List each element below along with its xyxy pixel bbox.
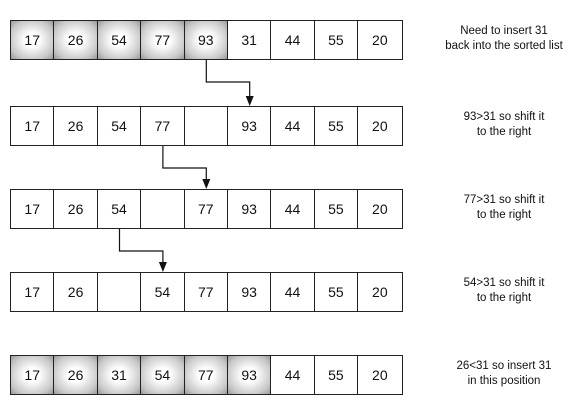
list-cell: 77 bbox=[184, 356, 228, 394]
list-cell: 93 bbox=[184, 21, 228, 59]
caption-line: 93>31 so shift it bbox=[463, 111, 545, 123]
caption-line: to the right bbox=[476, 126, 532, 138]
caption-line: back into the sorted list bbox=[445, 40, 563, 52]
shift-arrow-line bbox=[118, 229, 164, 264]
caption-line: to the right bbox=[476, 292, 532, 304]
caption-line: in this position bbox=[467, 375, 541, 387]
step-caption: Need to insert 31 back into the sorted li… bbox=[430, 24, 578, 54]
list-cell: 55 bbox=[314, 21, 359, 59]
list-cell: 55 bbox=[314, 107, 359, 145]
list-cell: 44 bbox=[271, 273, 315, 311]
list-cell: 55 bbox=[314, 356, 359, 394]
list-cell: 26 bbox=[54, 273, 98, 311]
list-cell: 77 bbox=[141, 21, 185, 59]
caption-line: 26<31 so insert 31 bbox=[456, 360, 552, 372]
list-cell: 26 bbox=[54, 190, 98, 228]
list-cell: 44 bbox=[271, 190, 315, 228]
list-cell: 93 bbox=[227, 273, 272, 311]
list-cell: 93 bbox=[227, 190, 272, 228]
step-caption: 77>31 so shift it to the right bbox=[430, 193, 578, 223]
list-cell bbox=[141, 190, 185, 228]
list-cell: 17 bbox=[11, 273, 55, 311]
list-cell: 26 bbox=[54, 356, 98, 394]
list-cell: 31 bbox=[97, 356, 142, 394]
list-cell bbox=[97, 273, 142, 311]
list-cell: 26 bbox=[54, 107, 98, 145]
list-cell: 54 bbox=[97, 21, 142, 59]
list-cell: 44 bbox=[271, 107, 315, 145]
list-cell: 20 bbox=[358, 190, 402, 228]
list-cell: 44 bbox=[271, 21, 315, 59]
caption-line: Need to insert 31 bbox=[460, 25, 548, 37]
list-cell: 20 bbox=[358, 356, 402, 394]
caption-line: 77>31 so shift it bbox=[463, 194, 545, 206]
list-cell: 17 bbox=[11, 190, 55, 228]
list-cell: 31 bbox=[227, 21, 272, 59]
step-caption: 26<31 so insert 31 in this position bbox=[430, 359, 578, 389]
list-cell: 20 bbox=[358, 273, 402, 311]
list-cell: 93 bbox=[227, 107, 272, 145]
step-caption: 93>31 so shift it to the right bbox=[430, 110, 578, 140]
list-cell: 20 bbox=[358, 107, 402, 145]
list-cell: 55 bbox=[314, 190, 359, 228]
shift-arrow-line bbox=[205, 60, 251, 98]
list-cell: 93 bbox=[227, 356, 272, 394]
step-caption: 54>31 so shift it to the right bbox=[430, 276, 578, 306]
list-cell: 17 bbox=[11, 21, 55, 59]
list-cell: 44 bbox=[271, 356, 315, 394]
list-cell: 17 bbox=[11, 107, 55, 145]
list-cell: 54 bbox=[141, 356, 185, 394]
list-cell: 55 bbox=[314, 273, 359, 311]
arrowhead-icon bbox=[245, 96, 254, 106]
caption-line: to the right bbox=[476, 209, 532, 221]
list-cell: 54 bbox=[97, 107, 142, 145]
list-cell: 77 bbox=[141, 107, 185, 145]
list-cell: 26 bbox=[54, 21, 98, 59]
list-cell: 54 bbox=[141, 273, 185, 311]
arrowhead-icon bbox=[202, 179, 211, 189]
list-cell bbox=[184, 107, 228, 145]
list-cell: 77 bbox=[184, 190, 228, 228]
list-cell: 77 bbox=[184, 273, 228, 311]
list-cell: 17 bbox=[11, 356, 55, 394]
shift-arrow-line bbox=[162, 146, 207, 181]
list-cell: 20 bbox=[358, 21, 402, 59]
caption-line: 54>31 so shift it bbox=[463, 277, 545, 289]
list-cell: 54 bbox=[97, 190, 142, 228]
arrowhead-icon bbox=[158, 262, 167, 272]
